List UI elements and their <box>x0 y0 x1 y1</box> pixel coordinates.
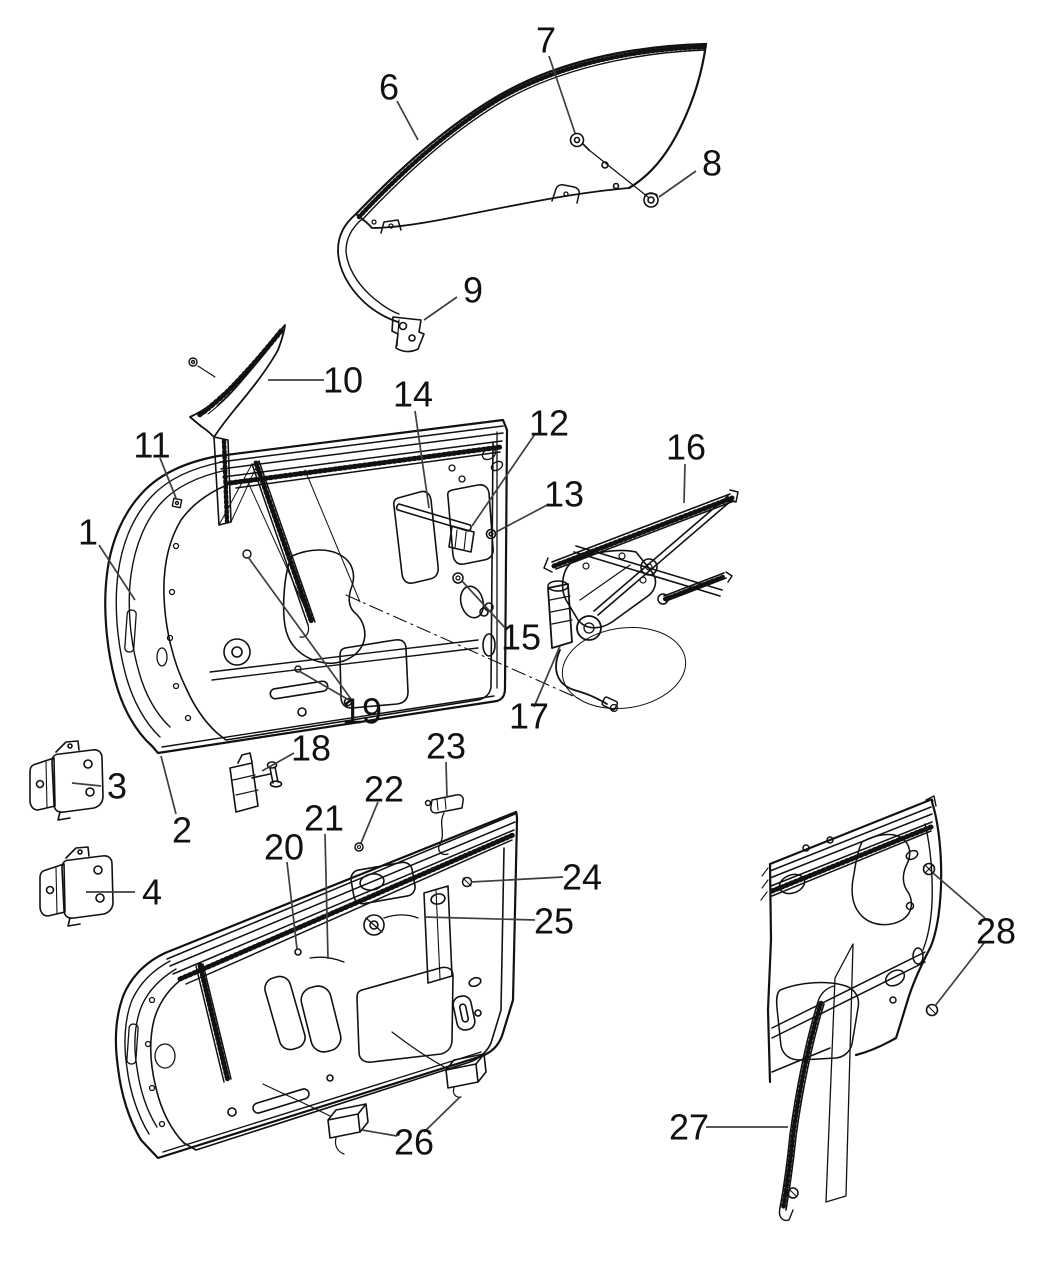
callout-label-8: 8 <box>702 143 722 184</box>
leader-line-23 <box>445 761 448 799</box>
upper-door-shell-illustration <box>105 420 507 753</box>
leader-line-6 <box>396 100 419 141</box>
leader-line-26 <box>423 1096 461 1133</box>
callout-label-1: 1 <box>78 512 98 553</box>
leader-line-12 <box>471 433 536 527</box>
lower-door-shell-illustration <box>116 795 517 1158</box>
leader-line-11 <box>159 457 177 499</box>
callout-label-15: 15 <box>501 617 541 658</box>
leader-line-9 <box>423 296 458 321</box>
leader-line-18 <box>261 752 295 772</box>
callout-label-24: 24 <box>562 857 602 898</box>
door-glass-illustration <box>338 44 706 322</box>
callout-label-20: 20 <box>264 827 304 868</box>
glass-nut-8 <box>644 193 658 207</box>
leader-line-25 <box>423 916 536 921</box>
callout-label-10: 10 <box>323 360 363 401</box>
fastener-11 <box>172 498 181 507</box>
callout-label-2: 2 <box>172 810 192 851</box>
leader-line-3 <box>71 782 102 787</box>
callout-label-9: 9 <box>463 270 483 311</box>
leader-line-16 <box>683 463 686 504</box>
vent-frame-screw <box>189 358 215 377</box>
leader-line-13 <box>495 503 550 533</box>
leader-line-28 <box>932 872 986 919</box>
lower-hinge-illustration <box>38 845 115 928</box>
rear-door-fragment-illustration <box>761 796 941 1220</box>
callout-label-16: 16 <box>666 427 706 468</box>
callout-label-3: 3 <box>107 766 127 807</box>
callout-label-14: 14 <box>393 374 433 415</box>
glass-bracket-9 <box>392 317 424 352</box>
leader-line-1 <box>98 544 136 601</box>
glass-screw-7 <box>571 134 649 198</box>
leader-line-17 <box>533 645 561 708</box>
callout-label-28: 28 <box>976 911 1016 952</box>
callout-label-4: 4 <box>142 872 162 913</box>
leader-line-8 <box>658 170 697 198</box>
callout-label-13: 13 <box>544 474 584 515</box>
leader-line-20 <box>286 861 298 950</box>
callout-label-25: 25 <box>534 901 574 942</box>
callout-label-22: 22 <box>364 769 404 810</box>
callout-label-26: 26 <box>394 1122 434 1163</box>
leader-line-19 <box>298 670 355 704</box>
leader-line-24 <box>470 876 564 883</box>
callout-label-23: 23 <box>426 726 466 767</box>
callout-layer: 1234678910111213141516171819202122232425… <box>71 20 1016 1163</box>
leader-line-7 <box>548 55 576 134</box>
window-regulator-illustration <box>544 490 738 628</box>
callout-label-27: 27 <box>669 1107 709 1148</box>
leader-line-28 <box>934 942 985 1007</box>
leader-line-19 <box>247 556 352 700</box>
regulator-motor-illustration <box>346 581 691 716</box>
callout-label-17: 17 <box>509 696 549 737</box>
leader-line-2 <box>160 755 177 815</box>
upper-hinge-illustration <box>28 739 105 822</box>
door-check-strap-illustration <box>230 753 282 812</box>
callout-label-11: 11 <box>133 425 170 466</box>
callout-label-12: 12 <box>529 403 569 444</box>
callout-label-7: 7 <box>536 20 556 61</box>
leader-line-21 <box>324 833 329 960</box>
callout-label-6: 6 <box>379 67 399 108</box>
callout-label-21: 21 <box>304 798 344 839</box>
callout-label-19: 19 <box>342 691 382 732</box>
leader-line-15 <box>461 580 508 631</box>
callout-label-18: 18 <box>291 728 331 769</box>
leader-line-26 <box>361 1129 398 1137</box>
leader-line-14 <box>414 410 430 509</box>
leader-line-22 <box>360 801 379 844</box>
